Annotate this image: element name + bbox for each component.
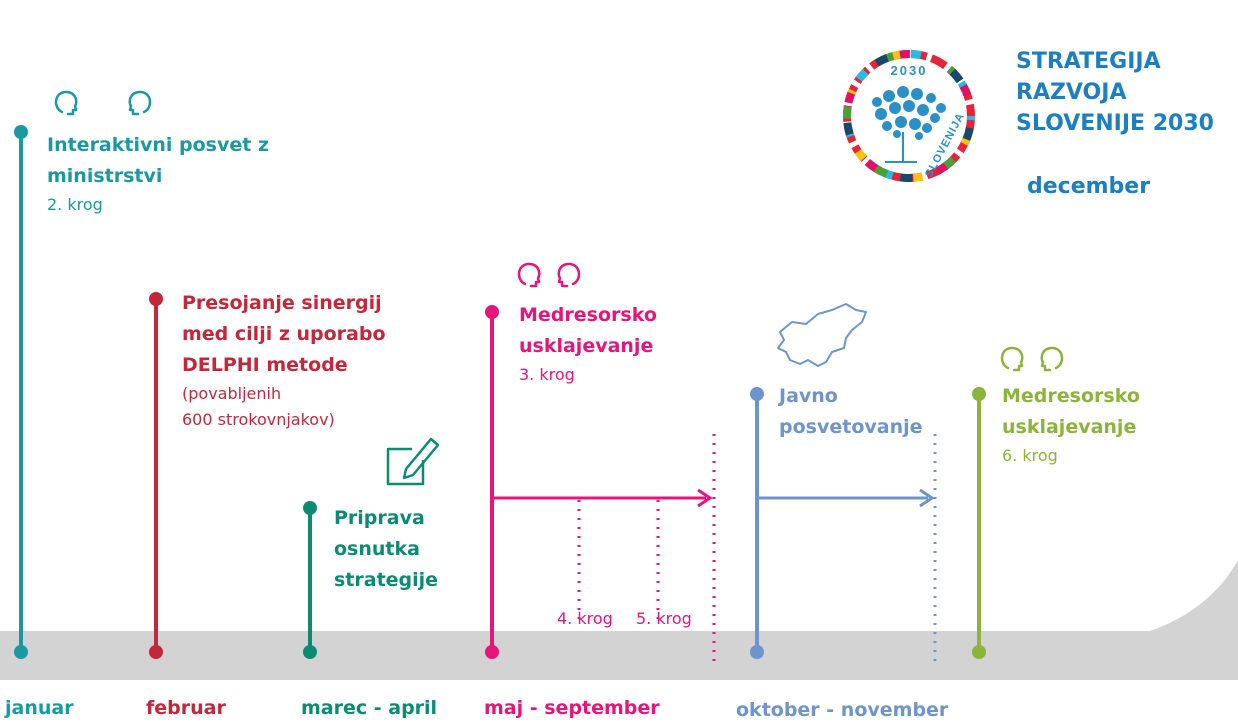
event-priprava-osnutka: Priprava osnutka strategije: [334, 503, 438, 596]
event-medresorsko-usklajevanje-3: Medresorsko usklajevanje 3. krog: [519, 300, 657, 388]
logo-year: 2030: [891, 63, 928, 78]
event-medresorsko-usklajevanje-6: Medresorsko usklajevanje 6. krog: [1002, 381, 1140, 469]
event-title: Priprava: [334, 507, 425, 529]
event-javno-posvetovanje: Javno posvetovanje: [779, 381, 923, 443]
edit-icon: [386, 437, 440, 486]
timeline-band: [0, 560, 1238, 680]
timeline-dot-marec-bottom: [303, 645, 317, 659]
event-title: med cilji z uporabo: [182, 323, 386, 345]
people-icon: [54, 90, 152, 116]
event-title: ministrstvi: [47, 165, 163, 187]
event-title: posvetovanje: [779, 416, 923, 438]
timeline-dot-maj-top: [485, 305, 499, 319]
event-title: strategije: [334, 569, 439, 591]
people-icon: [517, 262, 581, 288]
timeline-dot-oktober-top: [750, 387, 764, 401]
arrow-head-maj: [697, 488, 713, 508]
month-december: december: [1027, 174, 1151, 199]
timeline-dot-marec-top: [303, 501, 317, 515]
event-subtitle: 6. krog: [1002, 446, 1058, 465]
logo-emblem: [843, 50, 975, 182]
month-marec-april: marec - april: [301, 697, 438, 719]
timeline-dot-januar-bottom: [14, 645, 28, 659]
timeline-dot-februar-bottom: [149, 645, 163, 659]
event-title: usklajevanje: [1002, 416, 1137, 438]
timeline-dot-december-bottom: [972, 645, 986, 659]
event-interaktivni-posvet: Interaktivni posvet z ministrstvi 2. kro…: [47, 130, 269, 218]
month-oktober-november: oktober - november: [736, 699, 949, 721]
month-februar: februar: [146, 697, 226, 719]
event-subtitle: 600 strokovnjakov): [182, 410, 335, 429]
event-subtitle: (povabljenih: [182, 384, 282, 403]
month-januar: januar: [5, 697, 74, 719]
krog-5-label: 5. krog: [636, 609, 692, 628]
event-title: Javno: [779, 385, 838, 407]
event-title: Medresorsko: [519, 304, 657, 326]
timeline-dot-maj-bottom: [485, 645, 499, 659]
timeline-dot-december-top: [972, 387, 986, 401]
month-maj-september: maj - september: [484, 697, 660, 719]
event-title: Interaktivni posvet z: [47, 134, 270, 156]
people-icon: [1000, 346, 1064, 372]
event-title: usklajevanje: [519, 335, 654, 357]
event-title: osnutka: [334, 538, 420, 560]
slovenia-map-icon: [777, 303, 867, 367]
timeline-dot-januar-top: [14, 125, 28, 139]
event-subtitle: 3. krog: [519, 365, 575, 384]
title-line: STRATEGIJA: [1016, 49, 1161, 74]
title-line: SLOVENIJE 2030: [1016, 111, 1214, 136]
timeline-dot-oktober-bottom: [750, 645, 764, 659]
timeline-dot-februar-top: [149, 292, 163, 306]
event-title: Medresorsko: [1002, 385, 1140, 407]
krog-4-label: 4. krog: [557, 609, 613, 628]
event-presojanje-sinergij: Presojanje sinergij med cilji z uporabo …: [182, 288, 386, 433]
strategy-title: STRATEGIJA RAZVOJA SLOVENIJE 2030: [1016, 46, 1214, 139]
event-subtitle: 2. krog: [47, 195, 103, 214]
event-title: Presojanje sinergij: [182, 292, 382, 314]
arrow-head-oktober: [919, 488, 935, 508]
event-title: DELPHI metode: [182, 354, 348, 376]
title-line: RAZVOJA: [1016, 80, 1127, 105]
